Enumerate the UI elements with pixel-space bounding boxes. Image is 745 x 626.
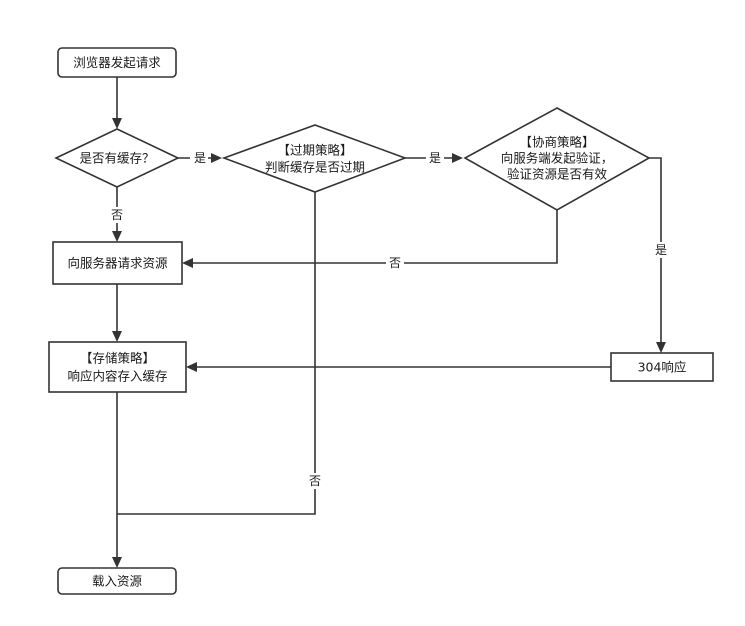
- node-negotiate-line-3: 验证资源是否有效: [507, 167, 608, 182]
- arrowhead: [211, 153, 222, 163]
- label-expire-no: 否: [309, 474, 321, 488]
- node-304: 304响应: [610, 352, 714, 382]
- arrowhead: [186, 362, 197, 372]
- label-negotiate-no: 否: [389, 256, 401, 270]
- node-start: 浏览器发起请求: [57, 47, 177, 78]
- node-load: 载入资源: [57, 567, 177, 595]
- arrowhead: [182, 258, 193, 268]
- node-request-server-text: 向服务器请求资源: [67, 256, 168, 271]
- node-request-server: 向服务器请求资源: [52, 241, 183, 285]
- node-store-line-2: 响应内容存入缓存: [67, 369, 167, 384]
- edge-negotiate-to-request: [193, 210, 558, 264]
- node-negotiate-line-2: 向服务端发起验证，: [501, 151, 614, 166]
- label-expire-yes: 是: [429, 151, 441, 165]
- node-negotiate-line-1: 【协商策略】: [519, 135, 594, 150]
- node-store-line-1: 【存储策略】: [80, 351, 155, 366]
- arrowhead: [112, 231, 122, 242]
- node-store: 【存储策略】 响应内容存入缓存: [48, 341, 187, 393]
- arrowhead: [112, 118, 122, 129]
- node-expire-line-2: 判断缓存是否过期: [265, 160, 365, 175]
- node-has-cache-text: 是否有缓存？: [79, 151, 154, 166]
- label-has-cache-yes: 是: [194, 151, 206, 165]
- node-load-text: 载入资源: [92, 574, 143, 589]
- node-negotiate: 【协商策略】 向服务端发起验证， 验证资源是否有效: [463, 107, 651, 211]
- label-negotiate-yes: 是: [655, 243, 667, 257]
- arrowhead: [112, 331, 122, 342]
- edges: [112, 77, 666, 568]
- node-304-text: 304响应: [638, 360, 687, 375]
- node-expire: 【过期策略】 判断缓存是否过期: [221, 124, 408, 193]
- arrowhead: [112, 557, 122, 568]
- edge-expire-to-load: [117, 192, 316, 515]
- arrowhead: [656, 342, 666, 353]
- label-has-cache-no: 否: [111, 208, 123, 222]
- arrowhead: [452, 153, 463, 163]
- edge-labels: 是 否 是 否 否 是: [108, 150, 670, 489]
- node-start-text: 浏览器发起请求: [73, 55, 161, 70]
- node-has-cache: 是否有缓存？: [54, 128, 180, 188]
- edge-negotiate-to-304: [649, 157, 662, 342]
- node-expire-line-1: 【过期策略】: [277, 143, 352, 158]
